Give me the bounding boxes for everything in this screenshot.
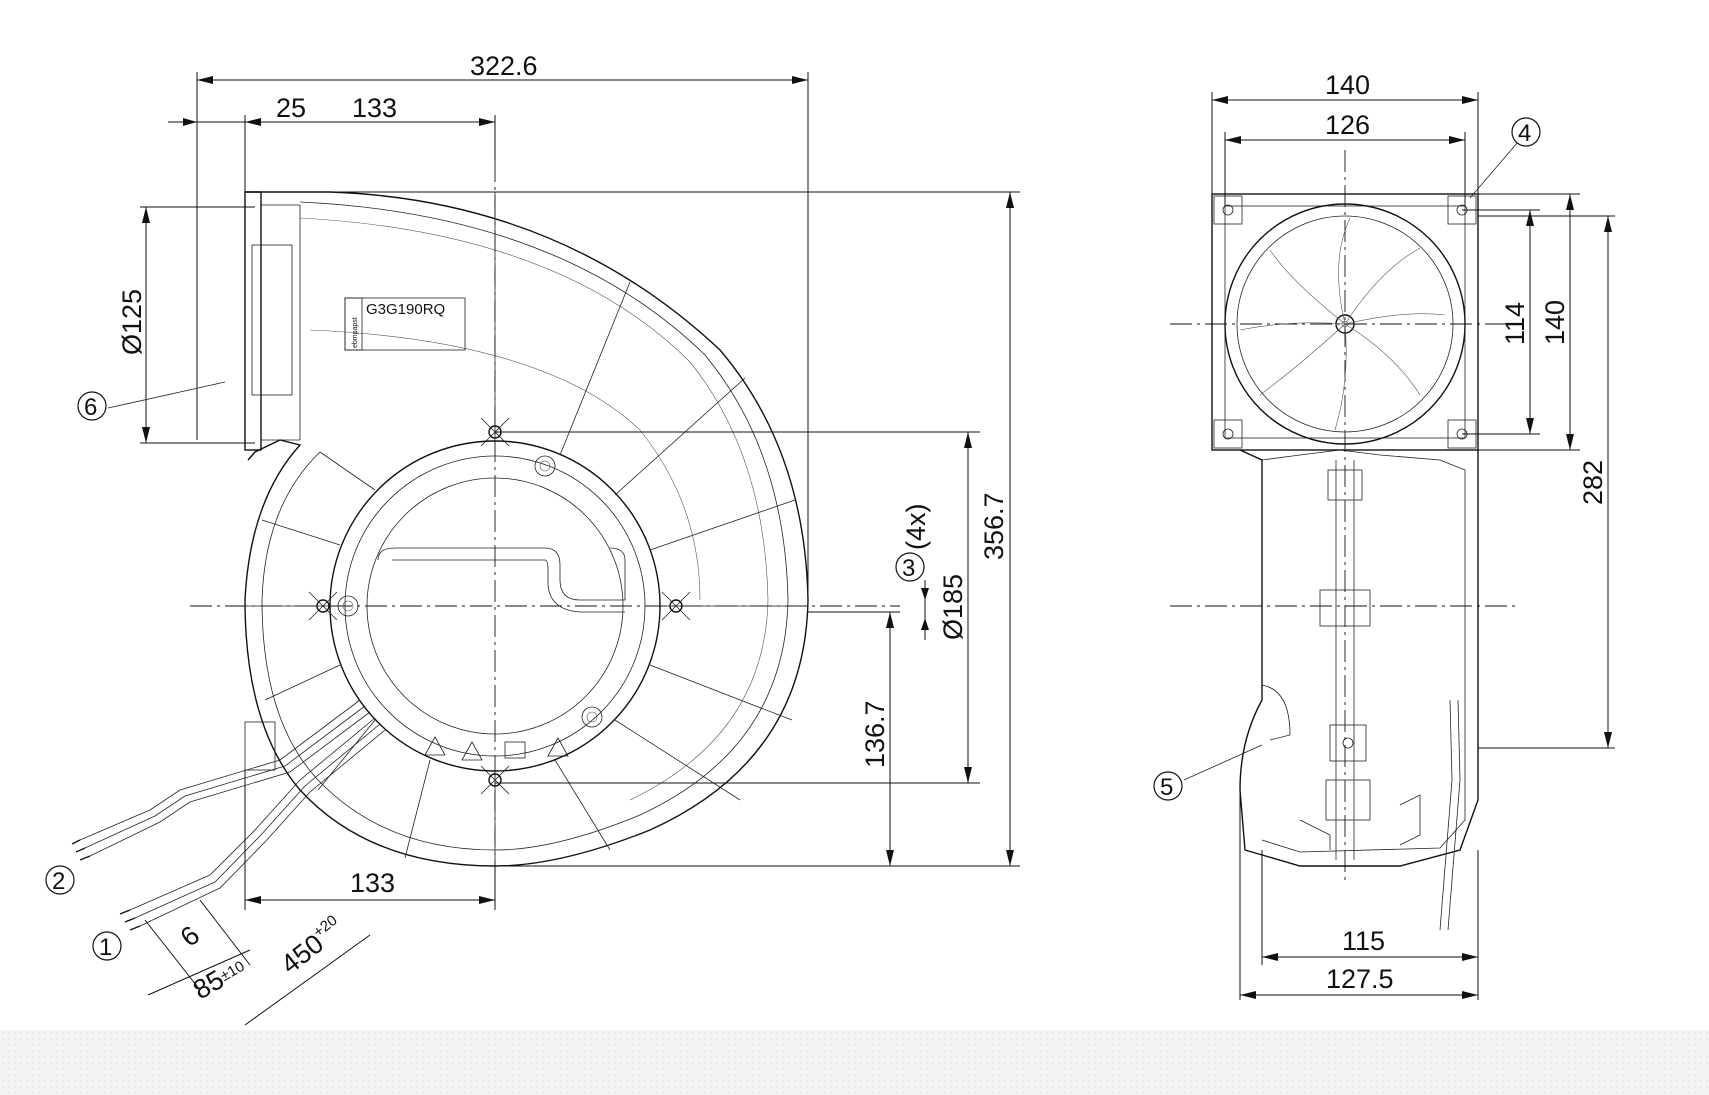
scroll-housing-outline bbox=[244, 191, 809, 867]
inlet-bridge-inner bbox=[392, 559, 625, 613]
dim-lead-length-long: 450+20 bbox=[275, 912, 350, 980]
balloon-5: 5 bbox=[1153, 744, 1263, 801]
dim-side-height: 282 bbox=[1578, 460, 1608, 505]
balloon-1: 1 bbox=[92, 931, 122, 961]
dim-inlet-to-center-bottom: 133 bbox=[350, 868, 395, 898]
warning-symbols bbox=[424, 736, 569, 761]
side-inlet-ring-outer bbox=[1224, 203, 1466, 445]
scroll-housing-inner-2 bbox=[299, 217, 769, 801]
front-dimension-arrows bbox=[142, 76, 1014, 904]
balloon-4: 4 bbox=[1469, 117, 1541, 199]
dim-lead-length-short: 85±10 bbox=[188, 952, 251, 1005]
side-hub bbox=[1335, 314, 1355, 334]
svg-text:3: 3 bbox=[902, 555, 915, 582]
balloon-6: 6 bbox=[77, 381, 226, 421]
outlet-flange bbox=[244, 191, 262, 451]
scroll-housing-inner-1 bbox=[261, 201, 789, 851]
dim-inlet-to-center-top: 133 bbox=[352, 93, 397, 123]
dim-overall-height: 356.7 bbox=[979, 492, 1009, 560]
dim-side-base-outer: 127.5 bbox=[1326, 964, 1394, 994]
front-view: G3G190RQ ebmpapst bbox=[45, 51, 1020, 1026]
inlet-motor-bridge bbox=[377, 547, 626, 601]
balloon-2: 2 bbox=[45, 865, 75, 895]
dim-lead-strip: 6 bbox=[175, 920, 206, 953]
svg-text:2: 2 bbox=[52, 868, 65, 895]
dim-inlet-offset: 25 bbox=[276, 93, 306, 123]
side-grommet bbox=[1261, 684, 1291, 741]
dim-holes-label: (4x) bbox=[901, 504, 931, 551]
side-clips bbox=[1299, 469, 1421, 850]
radial-struts bbox=[245, 192, 808, 866]
front-dimension-lines bbox=[140, 72, 1020, 1026]
side-view: 140 126 114 140 282 115 127.5 4 5 bbox=[1153, 70, 1615, 1000]
side-housing-inner bbox=[1261, 449, 1466, 853]
side-lead bbox=[1439, 699, 1461, 931]
nameplate-brand: ebmpapst bbox=[352, 317, 359, 348]
mounting-holes bbox=[308, 417, 691, 795]
dim-side-flange-width: 126 bbox=[1325, 110, 1370, 140]
lead-wires bbox=[79, 699, 386, 927]
svg-text:1: 1 bbox=[99, 934, 112, 961]
outlet-window bbox=[251, 244, 293, 396]
inlet-ring-inner bbox=[344, 455, 646, 757]
bottom-background-band bbox=[0, 1030, 1709, 1095]
side-inlet-ring-inner bbox=[1236, 215, 1454, 433]
lead-ends bbox=[71, 839, 141, 931]
svg-text:6: 6 bbox=[84, 394, 97, 421]
dim-side-flange-height: 140 bbox=[1540, 300, 1570, 345]
screw-bosses bbox=[337, 455, 603, 728]
side-flange bbox=[1211, 193, 1479, 451]
dim-center-to-bottom: 136.7 bbox=[860, 700, 890, 768]
impeller-blades bbox=[1239, 217, 1446, 431]
dim-side-width: 140 bbox=[1325, 70, 1370, 100]
nameplate-brand-strip bbox=[344, 297, 363, 351]
side-housing-body bbox=[1239, 449, 1479, 867]
dim-side-hole-pitch: 114 bbox=[1500, 302, 1530, 345]
dim-housing-diameter: Ø185 bbox=[938, 574, 968, 640]
lead-label-tag bbox=[244, 721, 276, 771]
inlet-opening bbox=[366, 477, 624, 735]
balloon-3: 3 bbox=[895, 552, 925, 582]
dim-overall-width: 322.6 bbox=[470, 51, 538, 81]
dim-outlet-diameter: Ø125 bbox=[117, 289, 147, 355]
nameplate-model: G3G190RQ bbox=[366, 301, 445, 318]
svg-text:4: 4 bbox=[1518, 120, 1531, 147]
svg-text:5: 5 bbox=[1160, 774, 1173, 801]
scroll-housing-inner-3 bbox=[309, 329, 701, 601]
dim-side-base-inner: 115 bbox=[1342, 926, 1385, 956]
side-dimension-arrows bbox=[1212, 96, 1612, 999]
side-dimension-lines bbox=[1211, 92, 1615, 1000]
